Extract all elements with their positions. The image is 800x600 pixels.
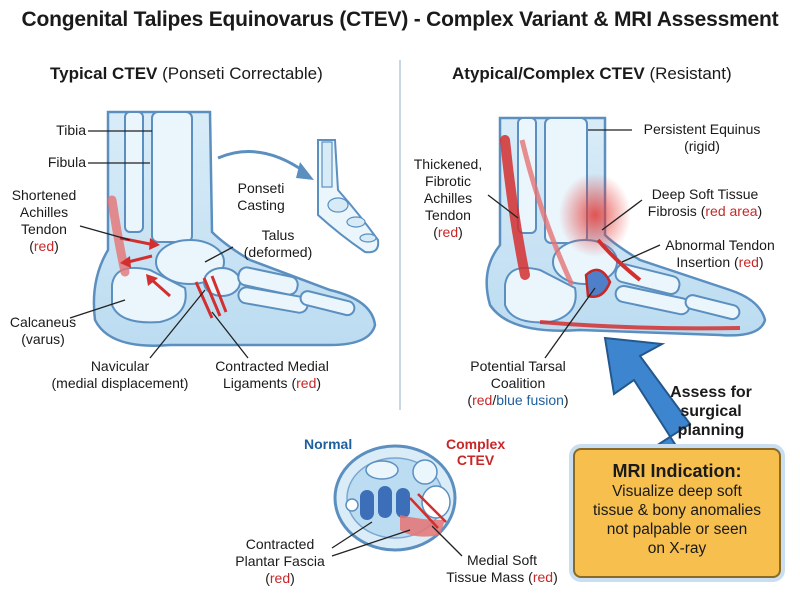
assess-surgical-planning: Assess for surgical planning: [670, 384, 752, 439]
label-tarsal-coalition: Potential Tarsal Coalition (red/blue fus…: [467, 358, 569, 408]
label-deep-fibrosis: Deep Soft Tissue Fibrosis (red area): [647, 186, 763, 219]
label-ponseti-casting: Ponseti Casting: [237, 180, 285, 213]
label-contracted-ligaments: Contracted Medial Ligaments (red): [215, 358, 329, 391]
label-abnormal-insertion: Abnormal Tendon Insertion (red): [665, 237, 775, 270]
panel-divider: [399, 60, 401, 410]
label-persistent-equinus: Persistent Equinus (rigid): [643, 121, 761, 154]
assess-arrow: [603, 336, 692, 454]
cross-section-leader-lines: [331, 521, 463, 557]
typical-foot-drawing: [92, 110, 377, 347]
label-fibrotic-achilles: Thickened, Fibrotic Achilles Tendon (red…: [413, 156, 483, 240]
typical-ctev-heading: Typical CTEV (Ponseti Correctable): [50, 64, 323, 83]
ponseti-casting-illustration: [217, 139, 380, 254]
label-medial-soft-tissue-mass: Medial Soft Tissue Mass (red): [446, 552, 558, 585]
label-fibula: Fibula: [47, 154, 86, 170]
label-talus: Talus (deformed): [243, 227, 313, 260]
complex-leader-lines: [487, 129, 661, 359]
mri-title: MRI Indication:: [612, 461, 742, 481]
page-title: Congenital Talipes Equinovarus (CTEV) - …: [21, 8, 779, 31]
label-calcaneus: Calcaneus (varus): [9, 314, 77, 347]
label-plantar-fascia: Contracted Plantar Fascia (red): [235, 536, 325, 586]
label-normal: Normal: [304, 436, 353, 452]
label-shortened-achilles: Shortened Achilles Tendon (red): [11, 187, 77, 254]
complex-foot-drawing: [485, 116, 767, 337]
label-complex-ctev: Complex CTEV: [446, 436, 506, 468]
label-tibia: Tibia: [56, 122, 86, 138]
cross-section-drawing: [333, 444, 457, 552]
mri-indication-box: MRI Indication: Visualize deep soft tiss…: [573, 448, 781, 578]
complex-ctev-heading: Atypical/Complex CTEV (Resistant): [452, 64, 732, 83]
label-navicular: Navicular (medial displacement): [51, 358, 189, 391]
typical-leader-lines: [69, 130, 249, 359]
